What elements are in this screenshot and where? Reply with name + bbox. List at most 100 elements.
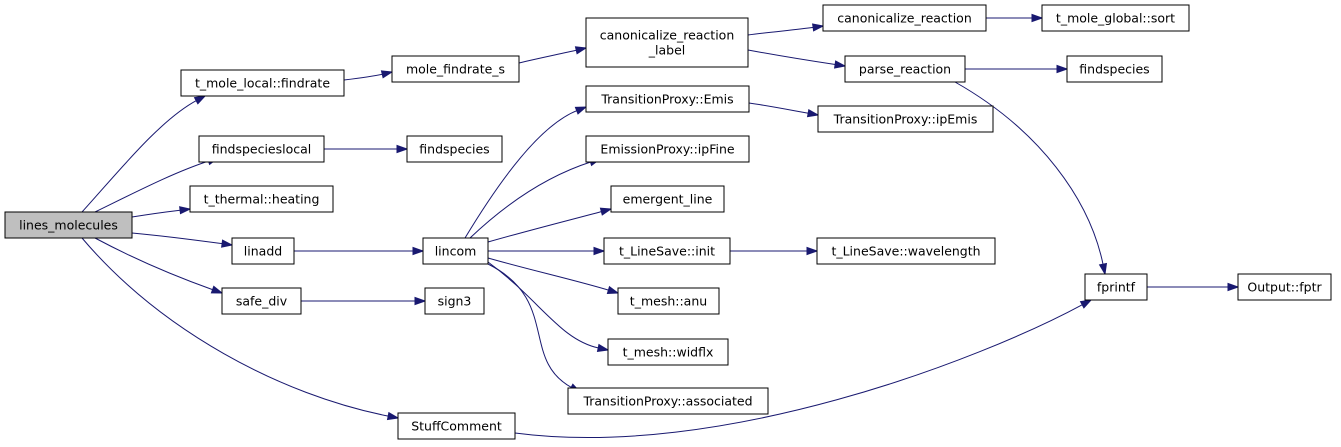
node-label: lines_molecules: [19, 218, 118, 233]
node-canon-reaction[interactable]: canonicalize_reaction: [822, 4, 987, 32]
node-label: canonicalize_reaction: [837, 11, 972, 26]
node-label: t_mesh::widflx: [623, 345, 714, 360]
node-label: emergent_line: [623, 192, 713, 207]
node-linadd[interactable]: linadd: [231, 237, 295, 265]
node-box: [221, 287, 302, 315]
node-box: [406, 135, 503, 163]
node-mesh-widflx[interactable]: t_mesh::widflx: [607, 338, 729, 366]
arrowhead: [1227, 282, 1240, 292]
node-label: fprintf: [1097, 280, 1136, 295]
edge-mole_findrate_s-to-canon_label: [518, 46, 588, 64]
node-label: StuffComment: [411, 419, 502, 434]
node-label: t_LineSave::wavelength: [831, 244, 980, 259]
node-emergent-line[interactable]: emergent_line: [610, 185, 725, 213]
edge-parse_reaction-to-fprintf: [954, 81, 1108, 276]
node-label: mole_findrate_s: [406, 62, 505, 77]
node-box: [585, 85, 750, 113]
edge-lincom-to-mesh_widflx: [487, 261, 610, 352]
node-findspecies-a[interactable]: findspecies: [406, 135, 503, 163]
arrowhead: [606, 285, 620, 294]
edge-lines_molecules-to-findrate: [81, 95, 207, 213]
arrowhead: [179, 206, 192, 215]
arrowhead: [412, 246, 425, 256]
arrowhead: [812, 23, 825, 32]
edge-lincom-to-ep_ipfine: [469, 158, 602, 239]
node-label: t_LineSave::init: [619, 244, 715, 259]
node-safe-div[interactable]: safe_div: [221, 287, 302, 315]
arrowhead: [221, 239, 234, 248]
arrowhead: [833, 60, 847, 69]
edge-ls_init-to-ls_wavelength: [730, 246, 819, 256]
node-box: [391, 55, 520, 83]
node-lincom[interactable]: lincom: [422, 237, 489, 265]
node-fprintf[interactable]: fprintf: [1084, 273, 1148, 301]
node-findspecies-b[interactable]: findspecies: [1066, 55, 1163, 83]
edge-lincom-to-mesh_anu: [487, 257, 620, 294]
node-tp-ipemis[interactable]: TransitionProxy::ipEmis: [817, 105, 994, 133]
node-label: linadd: [244, 244, 282, 259]
edge-lincom-to-ls_init: [488, 246, 606, 256]
edge-safe_div-to-sign3: [300, 296, 427, 306]
node-box: [617, 287, 720, 315]
edge-lincom-to-emergent_line: [487, 207, 613, 243]
edge-linadd-to-lincom: [294, 246, 425, 256]
edge-canon_label-to-canon_reaction: [747, 23, 825, 36]
arrowhead: [414, 296, 427, 306]
node-label: lincom: [435, 244, 477, 259]
node-ls-wavelength[interactable]: t_LineSave::wavelength: [816, 237, 996, 265]
arrowhead: [1079, 299, 1093, 309]
node-box: [180, 69, 345, 97]
node-label: TransitionProxy::associated: [582, 394, 752, 409]
arrowhead: [599, 207, 613, 216]
arrowhead: [1098, 262, 1108, 276]
node-label: Output::fptr: [1247, 280, 1322, 295]
node-findspecieslocal[interactable]: findspecieslocal: [198, 135, 325, 163]
node-sign3[interactable]: sign3: [424, 287, 485, 315]
node-tp-emis[interactable]: TransitionProxy::Emis: [585, 85, 750, 113]
node-box: [610, 185, 725, 213]
node-label: _label: [648, 43, 685, 58]
node-box: [603, 237, 731, 265]
node-sort[interactable]: t_mole_global::sort: [1041, 4, 1190, 32]
node-canon-label[interactable]: canonicalize_reaction_label: [585, 17, 749, 68]
node-box: [1084, 273, 1148, 301]
arrowhead: [396, 144, 409, 154]
node-label: canonicalize_reaction: [600, 28, 735, 43]
arrowhead: [1031, 13, 1044, 23]
node-box: [607, 338, 729, 366]
node-fptr[interactable]: Output::fptr: [1237, 273, 1332, 301]
edge-findspecieslocal-to-findspecies_a: [323, 144, 409, 154]
node-label: sign3: [438, 294, 472, 309]
arrowhead: [574, 46, 588, 55]
arrowhead: [593, 246, 606, 256]
edge-lines_molecules-to-safe_div: [94, 237, 224, 294]
edge-canon_label-to-parse_reaction: [747, 49, 847, 69]
node-box: [422, 237, 489, 265]
function-nodes: lines_moleculest_mole_local::findratefin…: [4, 4, 1332, 440]
node-findrate[interactable]: t_mole_local::findrate: [180, 69, 345, 97]
arrowhead: [574, 106, 588, 115]
node-stuffcomment[interactable]: StuffComment: [397, 412, 516, 440]
node-box: [231, 237, 295, 265]
edge-lincom-to-tp_emis: [464, 106, 588, 239]
edge-fprintf-to-fptr: [1147, 282, 1240, 292]
node-box: [585, 17, 749, 68]
node-ep-ipfine[interactable]: EmissionProxy::ipFine: [585, 135, 750, 163]
node-tp-associated[interactable]: TransitionProxy::associated: [567, 387, 769, 415]
edge-findrate-to-mole_findrate_s: [343, 70, 394, 81]
edge-lincom-to-tp_associated: [487, 263, 582, 393]
node-heating[interactable]: t_thermal::heating: [189, 185, 334, 213]
node-label: TransitionProxy::ipEmis: [833, 112, 978, 127]
edge-lines_molecules-to-heating: [131, 206, 192, 218]
node-label: t_mesh::anu: [630, 294, 707, 309]
edge-tp_emis-to-tp_ipemis: [748, 102, 820, 118]
node-mesh-anu[interactable]: t_mesh::anu: [617, 287, 720, 315]
node-label: t_thermal::heating: [204, 192, 320, 207]
node-label: findspecies: [1079, 62, 1149, 77]
node-ls-init[interactable]: t_LineSave::init: [603, 237, 731, 265]
node-mole-findrate-s[interactable]: mole_findrate_s: [391, 55, 520, 83]
node-parse-reaction[interactable]: parse_reaction: [844, 55, 966, 83]
node-box: [567, 387, 769, 415]
node-box: [4, 211, 133, 239]
